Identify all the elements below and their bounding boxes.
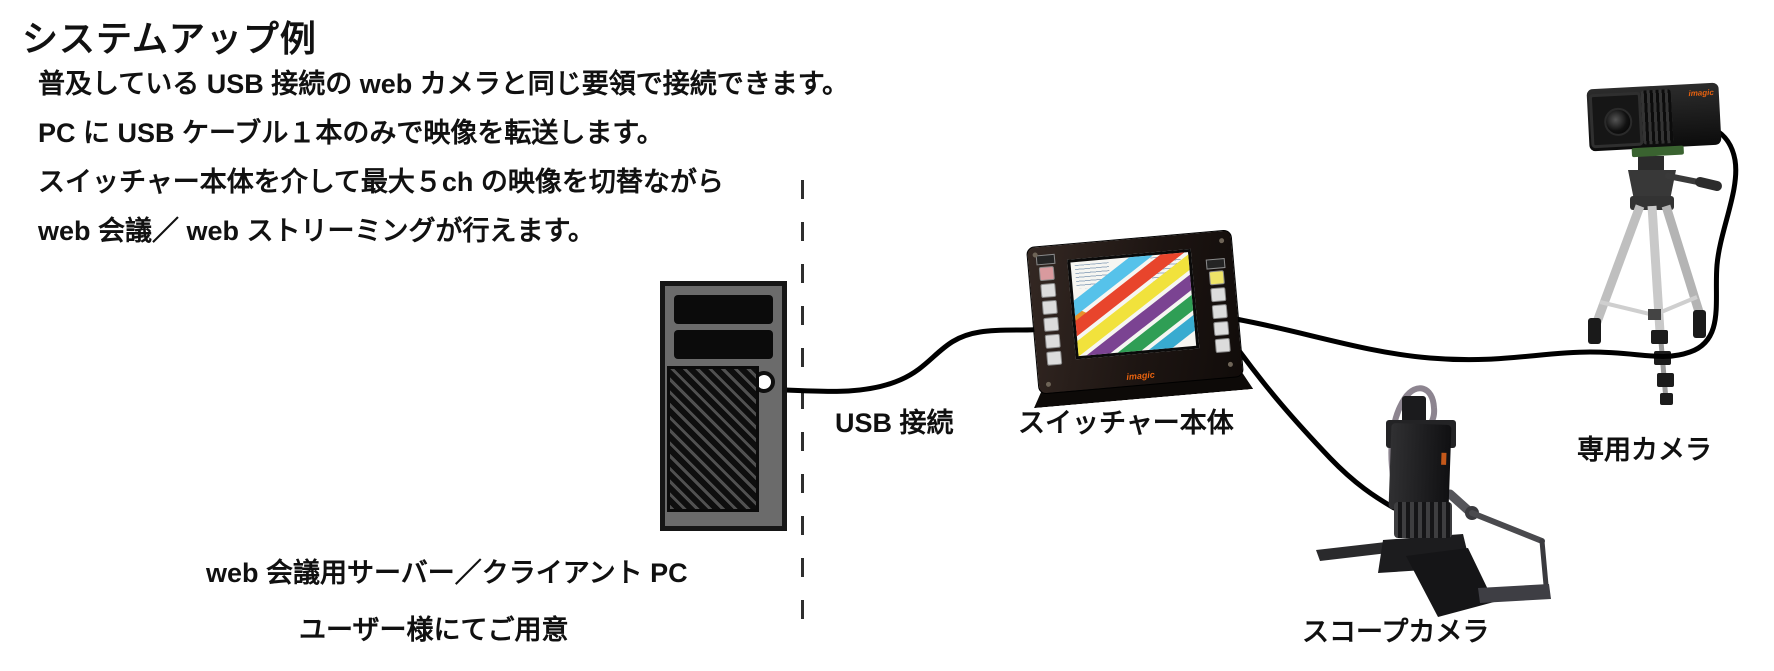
tripod-brace-bracket [1648, 309, 1661, 320]
cable-switcher-to-camera [1227, 121, 1739, 363]
tripod-graphic [1588, 156, 1722, 405]
scope-arm-paddle [1478, 584, 1551, 603]
scope-base-graphic [1316, 489, 1551, 617]
pc-tower [660, 281, 787, 531]
label-pc-note: ユーザー様にてご用意 [299, 615, 569, 645]
tripod-clamp-4 [1660, 393, 1673, 405]
cable-switcher-to-scope [1237, 349, 1397, 511]
switcher-button [1041, 299, 1058, 316]
description-line-3: スイッチャー本体を介して最大５ch の映像を切替ながら [38, 167, 724, 197]
switcher-device: imagic [1025, 229, 1244, 394]
label-dedicated-camera: 専用カメラ [1577, 435, 1712, 465]
switcher-button [1043, 316, 1060, 332]
switcher-button [1044, 333, 1061, 349]
tripod-mount [1638, 156, 1664, 172]
label-switcher: スイッチャー本体 [1018, 408, 1234, 438]
camera-lens [1588, 91, 1644, 149]
scope-camera-body [1388, 422, 1452, 512]
switcher-button [1210, 287, 1227, 303]
scope-orange-label [1441, 452, 1447, 465]
scope-arm-bar [1469, 510, 1545, 544]
tripod-head [1628, 170, 1676, 200]
screen-pencils-image [1067, 248, 1200, 360]
scope-camera-ring [1394, 502, 1452, 538]
tripod-foot-right [1693, 310, 1706, 338]
description-line-1: 普及している USB 接続の web カメラと同じ要領で接続できます。 [38, 69, 850, 99]
switcher-button [1046, 350, 1063, 366]
description-paragraph: 普及している USB 接続の web カメラと同じ要領で接続できます。 PC に… [38, 60, 849, 256]
right-label-chip [1205, 257, 1226, 270]
tripod-handle-grip [1695, 177, 1722, 191]
page-title: システムアップ例 [22, 18, 317, 59]
description-line-4: web 会議／ web ストリーミングが行えます。 [38, 216, 595, 246]
scope-arm-post [1539, 538, 1549, 588]
camera-lens-glass [1603, 107, 1633, 137]
cable-pc-to-switcher [783, 325, 1053, 394]
label-scope-camera: スコープカメラ [1302, 617, 1490, 647]
switcher-button [1213, 320, 1230, 337]
tripod-clamp-1 [1651, 330, 1668, 344]
switcher-button-yellow [1208, 270, 1225, 286]
vent-grille [667, 366, 759, 512]
tripod-foot-left [1588, 318, 1601, 344]
switcher-screen [1067, 248, 1200, 360]
switcher-button-pink [1038, 265, 1055, 282]
left-label-chip [1035, 253, 1056, 266]
description-line-2: PC に USB ケーブル１本のみで映像を転送します。 [38, 118, 664, 148]
switcher-button [1214, 337, 1231, 354]
camera-focus-ring [1640, 89, 1674, 145]
drive-bay-2 [674, 330, 773, 359]
tripod-clamp-3 [1657, 373, 1674, 387]
scope-base-skirt [1406, 548, 1494, 617]
label-pc-role: web 会議用サーバー／クライアント PC [206, 558, 688, 588]
dashed-divider-line [801, 180, 804, 638]
camera-logo: imagic [1688, 87, 1715, 99]
dedicated-camera-device: imagic [1586, 82, 1722, 158]
switcher-button [1211, 303, 1228, 320]
switcher-button [1040, 282, 1057, 299]
drive-bay-1 [674, 295, 773, 324]
label-usb-connection: USB 接続 [835, 408, 954, 438]
scope-base-left-bar [1316, 542, 1388, 561]
